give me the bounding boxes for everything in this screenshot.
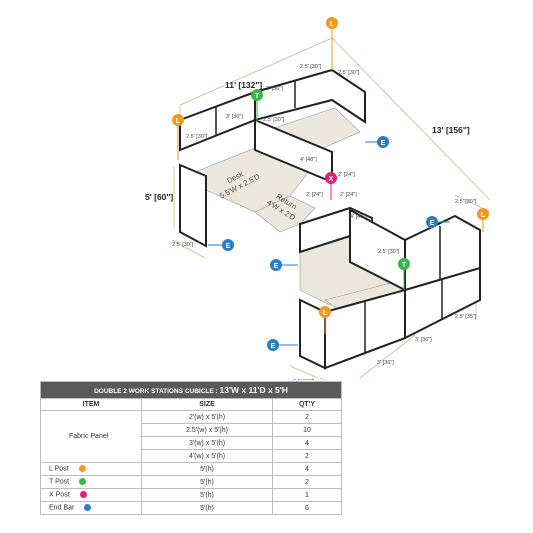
dimension-labels: 11' [132"] 13' [156"] 5' [60"] 2.5' [30"… [145,64,477,380]
row-qty: 4 [272,462,342,476]
dim-width-total: 11' [132"] [225,80,262,90]
header-size: SIZE [141,398,273,411]
row-qty: 2 [272,410,342,424]
table-title: DOUBLE 2 WORK STATIONS CUBICLE : 13'W x … [40,381,342,399]
table-row: 4'(w) x 5'(h) 2 [41,449,342,463]
dim-top-right-30: 2.5' [30"] [338,70,360,76]
dim-height: 5' [60"] [145,192,173,202]
dim-spine-30: 2.5' [30"] [263,117,285,123]
dim-left-30: 2.5' [30"] [172,242,194,248]
dim-back-36: 3' [36"] [226,114,243,120]
row-size: 5'(h) [141,501,273,515]
x-post-marker: X [325,172,337,200]
dim-spine-48: 4' [48"] [300,157,317,163]
header-qty: QT'Y [272,398,342,411]
end-bar-dot-icon [84,504,92,512]
table-title-dims: 13'W x 11'D x 5'H [219,385,288,395]
table-row: End Bar 5'(h) 6 [40,501,342,515]
svg-text:E: E [226,243,231,250]
x-post-dot-icon [79,491,87,499]
dim-depth-total: 13' [156"] [432,125,470,135]
row-size: 4'(w) x 5'(h) [141,449,273,463]
panel-back-left [179,90,256,152]
dim-front-36: 3' [36"] [415,337,432,343]
l-post-marker-right: L [477,208,489,232]
table-row: T Post 5'(h) 2 [40,475,342,489]
end-bar-marker-2: E [208,239,234,251]
svg-text:L: L [176,118,181,125]
cubicle-structure: Desk 5.5'W x 2.5'D Return 4'W x 2'D 11' … [145,17,491,380]
svg-text:L: L [323,310,328,317]
l-post-marker-top: L [326,17,338,70]
dim-top-36: 3' [36"] [266,86,283,92]
svg-text:E: E [271,343,276,350]
t-post-marker-right: T [398,258,410,290]
row-size: 5'(h) [141,488,273,502]
fabric-panel-label: Fabric Panel [40,410,142,463]
panel-front-left [179,163,207,248]
row-item-l-post: L Post [40,462,142,476]
dim-bottom-left-30: 2.5' [30"] [293,379,315,380]
row-qty: 4 [272,436,342,450]
dim-mid-24c: 2' [24"] [340,192,357,198]
dimension-lines [171,37,491,380]
row-size: 2'(w) x 5'(h) [141,410,273,424]
svg-text:L: L [481,212,486,219]
row-qty: 2 [272,475,342,489]
header-item: ITEM [40,398,142,411]
row-qty: 1 [272,488,342,502]
row-size: 5'(h) [141,462,273,476]
svg-text:X: X [329,176,334,183]
svg-text:E: E [381,140,386,147]
svg-text:L: L [330,21,335,28]
svg-text:T: T [255,93,260,100]
l-post-marker-bottom: L [319,306,331,334]
row-item-t-post: T Post [40,475,142,489]
row-qty: 6 [272,501,342,515]
dim-right-35: 2.5' [35"] [455,314,477,320]
spec-table: DOUBLE 2 WORK STATIONS CUBICLE : 13'W x … [40,381,342,515]
table-row: L Post 5'(h) 4 [40,462,342,476]
row-qty: 10 [272,423,342,437]
svg-text:E: E [430,220,435,227]
dim-back-30: 2.5' [30"] [186,134,208,140]
row-size: 5'(h) [141,475,273,489]
t-post-dot-icon [79,478,87,486]
row-size: 3'(w) x 5'(h) [141,436,273,450]
fabric-panels [179,68,481,370]
dim-mid-24b: 2' [24"] [306,192,323,198]
l-post-marker-left: L [172,114,184,160]
post-markers: L L L L T [172,17,489,334]
t-post-marker-top: T [251,89,263,122]
table-title-prefix: DOUBLE 2 WORK STATIONS CUBICLE : [94,388,218,395]
svg-text:T: T [402,262,407,269]
dim-top-30: 2.5' [30"] [300,64,322,70]
dim-bottom-36: 3' [36"] [377,360,394,366]
end-bar-marker-3: E [426,216,450,228]
table-header-row: ITEM SIZE QT'Y [40,398,342,411]
dim-mid-24: 2' [24"] [338,172,355,178]
cubicle-layout-diagram: Desk 5.5'W x 2.5'D Return 4'W x 2'D 11' … [145,17,491,380]
end-bar-marker-1: E [365,136,389,148]
end-bar-markers: E E E E E [208,136,450,351]
table-title-row: DOUBLE 2 WORK STATIONS CUBICLE : 13'W x … [40,381,342,399]
l-post-dot-icon [78,465,86,473]
end-bar-marker-4: E [270,259,298,271]
row-qty: 2 [272,449,342,463]
table-row: X Post 5'(h) 1 [40,488,342,502]
panel-back-right [254,68,366,124]
dim-mid-48: 4' [48"] [350,214,367,220]
dim-mid-30: 2.5' [30"] [378,249,400,255]
row-item-end-bar: End Bar [40,501,142,515]
row-size: 2.5'(w) x 5'(h) [141,423,273,437]
dim-right-30: 2.5' [30"] [455,199,477,205]
end-bar-marker-5: E [267,339,298,351]
svg-text:E: E [274,263,279,270]
row-item-x-post: X Post [40,488,142,502]
table-row: Fabric Panel 2'(w) x 5'(h) 2 [40,410,342,463]
